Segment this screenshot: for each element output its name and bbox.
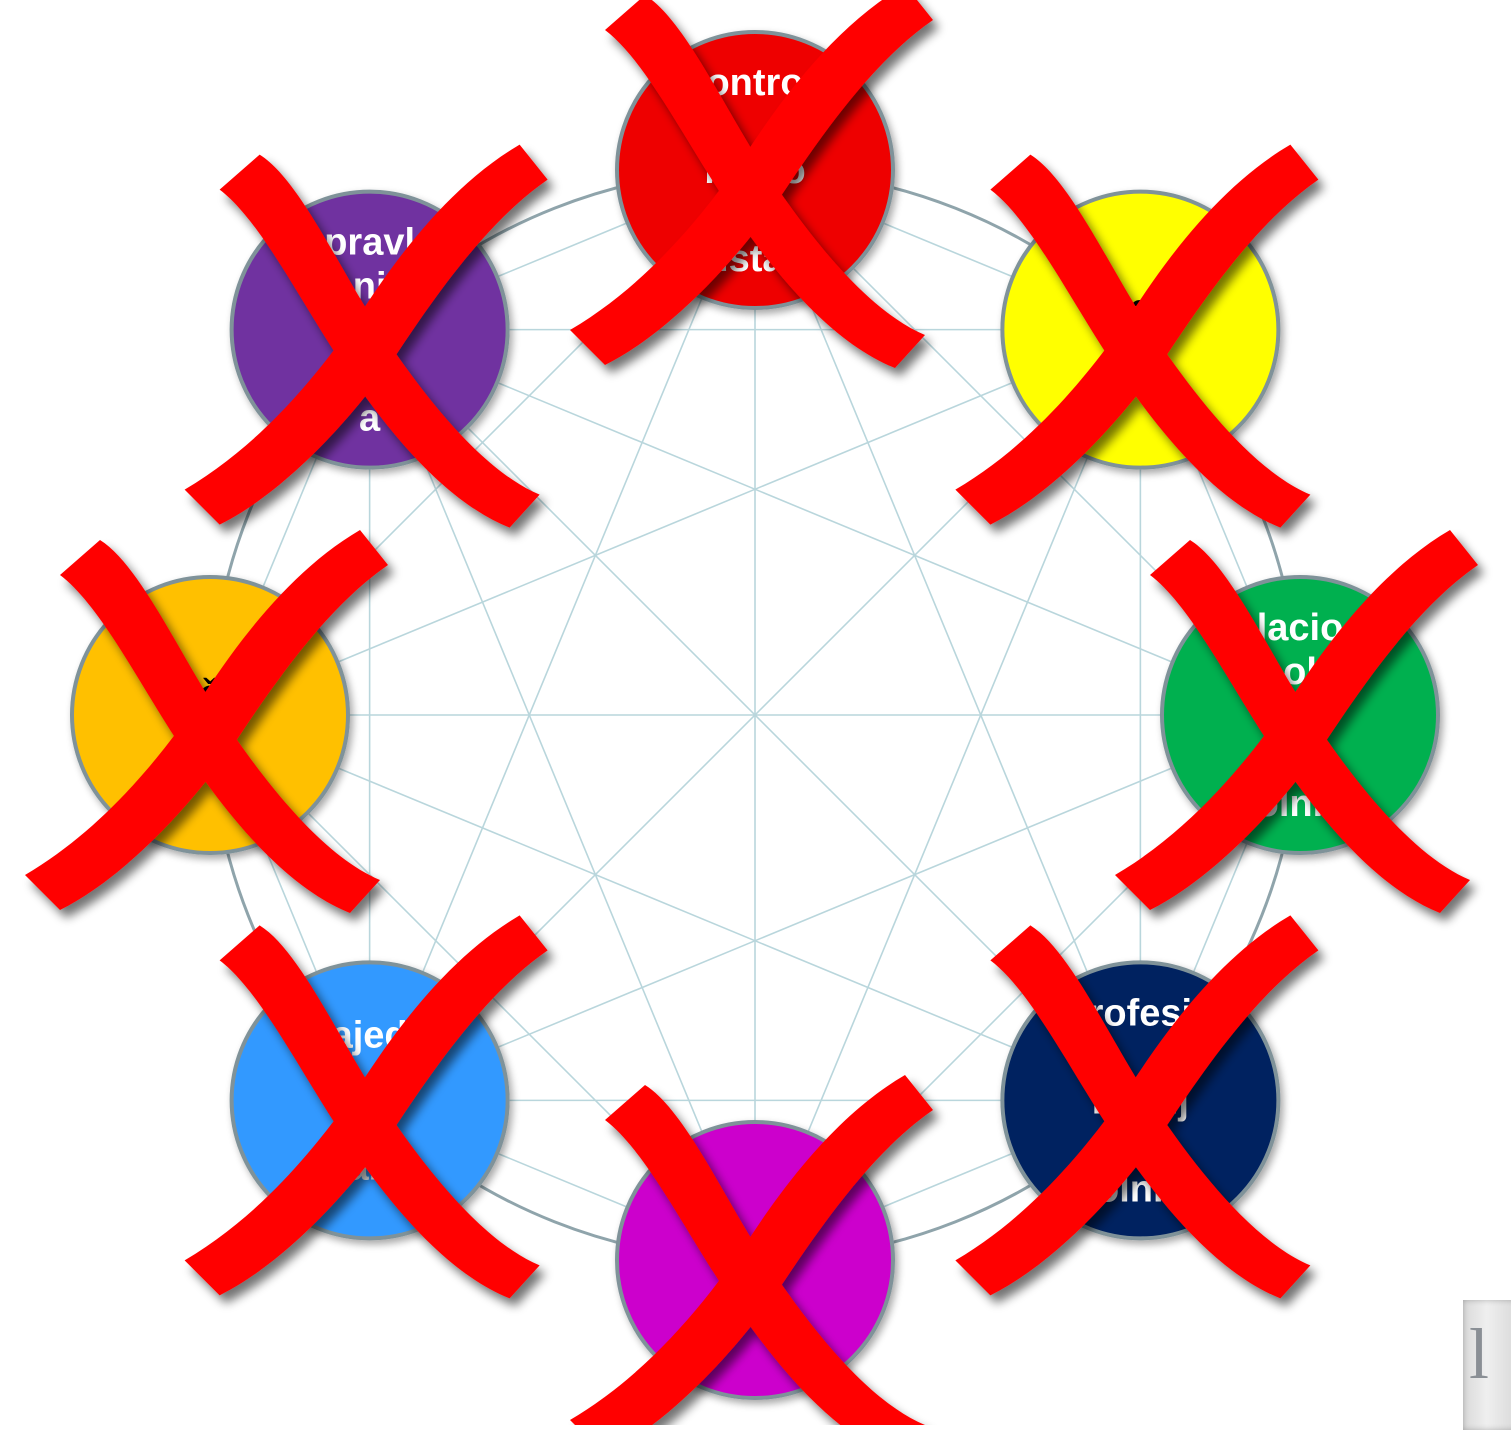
corner-logo-glyph: l (1469, 1318, 1489, 1390)
corner-logo: l (1463, 1300, 1511, 1430)
